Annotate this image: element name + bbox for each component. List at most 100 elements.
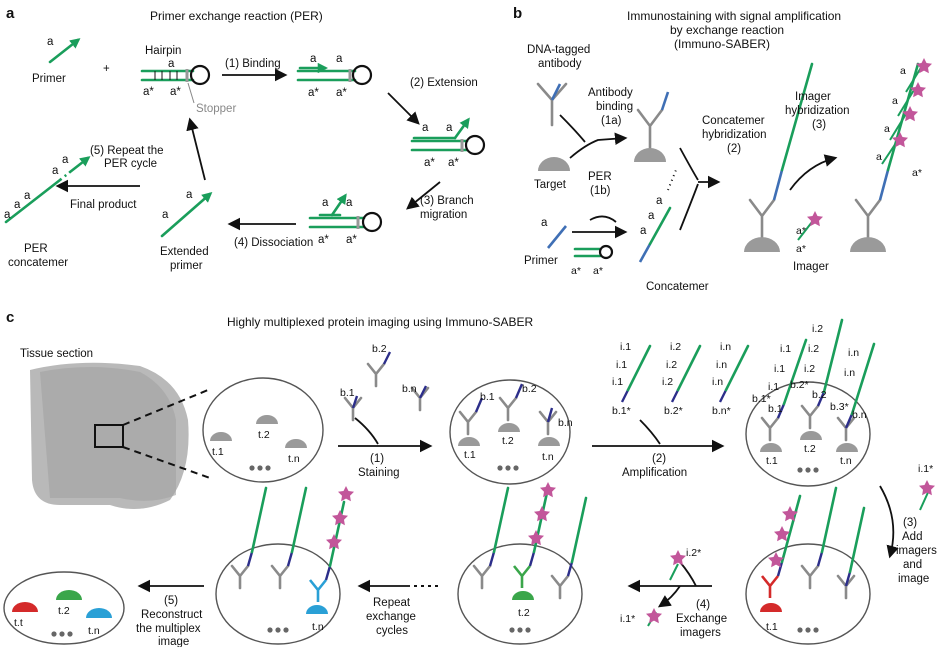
staining-step: (1) bbox=[370, 453, 384, 465]
extended-primer-domain-a-1: a bbox=[162, 209, 169, 221]
final-product-label: Final product bbox=[70, 199, 137, 211]
cell3-tn: t.n bbox=[840, 455, 852, 467]
complex-domain-a-1: a bbox=[310, 53, 317, 65]
exch-step: (4) bbox=[696, 599, 710, 611]
exchange-i2-star-icon bbox=[670, 550, 686, 566]
add-imager-i1s: i.1* bbox=[918, 463, 933, 475]
free-antibodies bbox=[343, 351, 430, 422]
cell2-bn: b.n bbox=[558, 417, 573, 429]
amplification-curve bbox=[639, 419, 661, 445]
concatemer-domain-a-3: a bbox=[24, 190, 31, 202]
cell3-t1: t.1 bbox=[766, 455, 778, 467]
concatemer-label-line1: PER bbox=[24, 243, 48, 255]
conc-i2-a: i.2 bbox=[670, 341, 681, 353]
labeled-antibody bbox=[850, 58, 932, 252]
hairpin-domain-a: a bbox=[168, 58, 175, 70]
cell5-star-icon-1 bbox=[540, 482, 556, 498]
target-cyan bbox=[86, 608, 112, 618]
cell2-t2: t.2 bbox=[502, 435, 514, 447]
cell-3 bbox=[745, 318, 876, 487]
concatemer-domain-a-4: a bbox=[52, 165, 59, 177]
labeled-a-1: a bbox=[900, 65, 906, 77]
recon-line2: the multiplex bbox=[136, 623, 201, 635]
amp-label: Amplification bbox=[622, 467, 687, 479]
binding-label-line1: Antibody bbox=[588, 87, 633, 99]
cell4-star-icon-1 bbox=[774, 526, 790, 542]
staining-curve bbox=[354, 417, 379, 445]
b-concat-a-2: a bbox=[648, 210, 655, 222]
add-step: (3) bbox=[903, 517, 917, 529]
exch-line2: imagers bbox=[680, 627, 721, 639]
b-imager-strand bbox=[797, 221, 813, 241]
antibody-label-line2: antibody bbox=[538, 58, 582, 70]
conc-i2-c: i.2 bbox=[662, 376, 673, 388]
cell2-t1: t.1 bbox=[464, 449, 476, 461]
amp-step: (2) bbox=[652, 453, 666, 465]
target-label: Target bbox=[534, 179, 567, 191]
binding-label-line3: (1a) bbox=[601, 115, 622, 127]
cell3-b1s: b.1* bbox=[752, 393, 771, 405]
extended-domain-a-1: a bbox=[422, 122, 429, 134]
cell6-star-icon-1 bbox=[338, 486, 354, 502]
extended-primer-strand bbox=[160, 191, 213, 238]
cell3-i1-b: i.1 bbox=[774, 363, 785, 375]
concatemer-domain-a-5: a bbox=[62, 154, 69, 166]
migrated-complex bbox=[308, 193, 383, 233]
b-imager-a-star-2: a* bbox=[796, 243, 806, 255]
per-concatemer bbox=[4, 156, 91, 224]
zoom-line-bottom bbox=[122, 446, 211, 479]
repeat-line1: Repeat bbox=[373, 597, 411, 609]
b-primer-domain-a: a bbox=[541, 217, 548, 229]
zoom-line-top bbox=[122, 389, 209, 426]
panel-c-label: c bbox=[6, 309, 14, 326]
cell6-tn: t.n bbox=[312, 621, 324, 633]
step2-label: (2) Extension bbox=[410, 77, 478, 89]
final-t2: t.2 bbox=[58, 605, 70, 617]
add-line4: image bbox=[898, 573, 929, 585]
cell-5 bbox=[457, 482, 588, 645]
cell4-star-icon-3 bbox=[768, 552, 784, 568]
recon-step: (5) bbox=[164, 595, 178, 607]
b-hairpin bbox=[573, 244, 614, 260]
cell4-star-icon-2 bbox=[782, 506, 798, 522]
extension-arrow bbox=[387, 92, 420, 125]
repeat-arrow bbox=[186, 117, 206, 181]
free-b1: b.1 bbox=[340, 387, 355, 399]
cell5-star-icon-2 bbox=[534, 506, 550, 522]
cell3-i2-a: i.2 bbox=[812, 323, 823, 335]
add-line1: Add bbox=[902, 531, 922, 543]
concatemer-label-line2: concatemer bbox=[8, 257, 68, 269]
per-label-line1: PER bbox=[588, 171, 612, 183]
cell2-b1: b.1 bbox=[480, 391, 495, 403]
hairpin bbox=[140, 64, 211, 86]
panel-c-title: Highly multiplexed protein imaging using… bbox=[227, 315, 533, 329]
conc-i2-b: i.2 bbox=[666, 359, 677, 371]
b-concat-a-3: a bbox=[656, 195, 663, 207]
cell1-t1: t.1 bbox=[212, 446, 224, 458]
cell-4 bbox=[745, 486, 871, 645]
panel-a-label: a bbox=[6, 5, 15, 22]
cell-6 bbox=[215, 486, 354, 645]
cell1-t2: t.2 bbox=[258, 429, 270, 441]
step5-label-line1: (5) Repeat the bbox=[90, 145, 164, 157]
cell6-star-icon-2 bbox=[332, 510, 348, 526]
exchange-curve-out bbox=[657, 585, 681, 608]
exchange-i1-star-icon bbox=[646, 608, 662, 624]
cell3-i1-c: i.1 bbox=[768, 381, 779, 393]
hairpin-domain-a-star-2: a* bbox=[170, 86, 181, 98]
conc-in-c: i.n bbox=[712, 376, 723, 388]
conc-i1-a: i.1 bbox=[620, 341, 631, 353]
final-tn: t.n bbox=[88, 625, 100, 637]
labeled-a-2: a bbox=[892, 95, 898, 107]
exch-line1: Exchange bbox=[676, 613, 727, 625]
exchange-i1s: i.1* bbox=[620, 613, 635, 625]
panel-c: c Highly multiplexed protein imaging usi… bbox=[3, 309, 937, 647]
primer-domain-a: a bbox=[47, 36, 54, 48]
complex-domain-a-star-2: a* bbox=[336, 87, 347, 99]
bound-antibody bbox=[634, 91, 670, 162]
cell-2 bbox=[449, 379, 571, 485]
extended-label-line1: Extended bbox=[160, 246, 209, 258]
hyb-label-line3: (2) bbox=[727, 143, 741, 155]
cell4-t1: t.1 bbox=[766, 621, 778, 633]
